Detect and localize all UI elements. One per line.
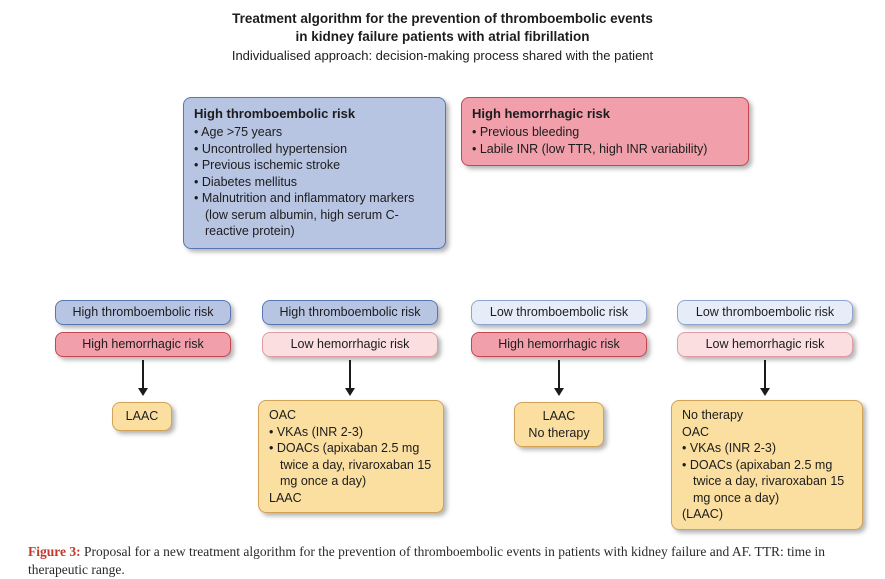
figure-title: Treatment algorithm for the prevention o… — [0, 10, 885, 45]
outcome-box-notherapy-oac: No therapy OAC • VKAs (INR 2-3) • DOACs … — [671, 400, 863, 530]
criteria-item: • Previous ischemic stroke — [194, 158, 341, 173]
outcome-box-laac-notherapy: LAAC No therapy — [514, 402, 604, 447]
outcome-line: No therapy — [528, 425, 590, 440]
down-arrow-icon — [760, 360, 770, 396]
risk-pill-hemorrhagic-low: Low hemorrhagic risk — [262, 332, 438, 357]
figure-subtitle: Individualised approach: decision-making… — [231, 48, 654, 63]
hemorrhagic-criteria-title: High hemorrhagic risk — [472, 106, 610, 121]
criteria-item: • Malnutrition and inflammatory markers … — [194, 191, 415, 239]
hemorrhagic-criteria-box: High hemorrhagic risk • Previous bleedin… — [461, 97, 749, 167]
down-arrow-icon — [138, 360, 148, 396]
outcome-line: (LAAC) — [682, 507, 723, 521]
criteria-item: • Uncontrolled hypertension — [194, 141, 348, 156]
criteria-item: • Previous bleeding — [472, 125, 580, 140]
outcome-line: • VKAs (INR 2-3) — [682, 441, 776, 455]
criteria-item: • Age >75 years — [194, 125, 283, 140]
figure-title-line1: Treatment algorithm for the prevention o… — [232, 11, 653, 26]
risk-pill-thromboembolic-low: Low thromboembolic risk — [677, 300, 853, 325]
thromboembolic-criteria-title: High thromboembolic risk — [194, 106, 356, 121]
outcome-line: • VKAs (INR 2-3) — [269, 424, 363, 439]
down-arrow-icon — [345, 360, 355, 396]
risk-pill-hemorrhagic-high: High hemorrhagic risk — [55, 332, 231, 357]
thromboembolic-criteria-box: High thromboembolic risk • Age >75 years… — [183, 97, 446, 249]
outcome-line: LAAC — [542, 409, 576, 423]
risk-pill-hemorrhagic-high: High hemorrhagic risk — [471, 332, 647, 357]
figure-caption: Figure 3: Proposal for a new treatment a… — [28, 543, 860, 579]
outcome-box-oac-laac: OAC • VKAs (INR 2-3) • DOACs (apixaban 2… — [258, 400, 444, 513]
outcome-line: • DOACs (apixaban 2.5 mg twice a day, ri… — [269, 441, 432, 488]
down-arrow-icon — [554, 360, 564, 396]
risk-pill-thromboembolic-high: High thromboembolic risk — [262, 300, 438, 325]
outcome-line: OAC — [682, 424, 710, 439]
risk-pill-thromboembolic-low: Low thromboembolic risk — [471, 300, 647, 325]
risk-pill-thromboembolic-high: High thromboembolic risk — [55, 300, 231, 325]
outcome-box-laac: LAAC — [112, 402, 172, 431]
outcome-line: • DOACs (apixaban 2.5 mg twice a day, ri… — [682, 457, 845, 505]
outcome-line: LAAC — [125, 409, 159, 423]
criteria-item: • Diabetes mellitus — [194, 174, 298, 189]
outcome-line: OAC — [269, 408, 297, 422]
criteria-item: • Labile INR (low TTR, high INR variabil… — [472, 141, 708, 156]
figure-title-line2: in kidney failure patients with atrial f… — [295, 28, 590, 44]
caption-label: Figure 3: — [28, 544, 81, 559]
caption-text: Proposal for a new treatment algorithm f… — [28, 544, 826, 578]
risk-pill-hemorrhagic-low: Low hemorrhagic risk — [677, 332, 853, 357]
outcome-line: LAAC — [269, 490, 302, 505]
outcome-line: No therapy — [682, 408, 744, 422]
